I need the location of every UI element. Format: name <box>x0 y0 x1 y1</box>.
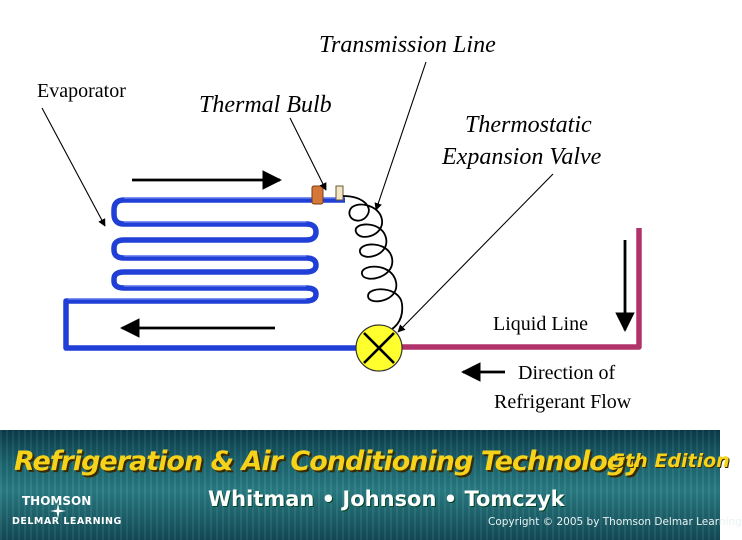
publisher-bottom: DELMAR LEARNING <box>12 516 122 527</box>
label-liquid-line: Liquid Line <box>493 313 588 335</box>
label-thermal-bulb: Thermal Bulb <box>199 92 332 118</box>
banner-texture <box>0 430 720 540</box>
label-flow-line1: Direction of <box>518 362 616 384</box>
banner-copyright: Copyright © 2005 by Thomson Delmar Learn… <box>488 516 742 528</box>
label-valve-line1: Thermostatic <box>465 112 592 138</box>
liquid-line <box>401 228 642 350</box>
capillary-tube <box>342 195 404 335</box>
label-flow-line2: Refrigerant Flow <box>494 391 632 413</box>
banner-edition: 5th Edition <box>612 450 730 472</box>
thermal-bulb-icon <box>311 185 324 205</box>
pointer-transmission-line <box>374 61 427 211</box>
banner-title: Refrigeration & Air Conditioning Technol… <box>14 446 643 477</box>
book-banner: Refrigeration & Air Conditioning Technol… <box>0 430 742 540</box>
pointer-thermal-bulb <box>289 117 327 191</box>
thomson-star-icon <box>50 503 66 519</box>
expansion-valve-icon <box>355 324 403 372</box>
pointer-expansion-valve <box>397 173 554 333</box>
label-evaporator: Evaporator <box>37 80 126 102</box>
publisher-top: THOMSON <box>22 494 92 508</box>
label-transmission-line: Transmission Line <box>319 32 496 58</box>
bulb-clamp-icon <box>335 185 344 201</box>
evaporator-coil-highlight <box>68 197 343 300</box>
tev-diagram <box>41 61 642 382</box>
label-valve-line2: Expansion Valve <box>442 144 602 170</box>
evaporator-coil <box>63 197 359 351</box>
pointer-evaporator <box>41 107 106 227</box>
banner-authors: Whitman • Johnson • Tomczyk <box>208 487 565 511</box>
